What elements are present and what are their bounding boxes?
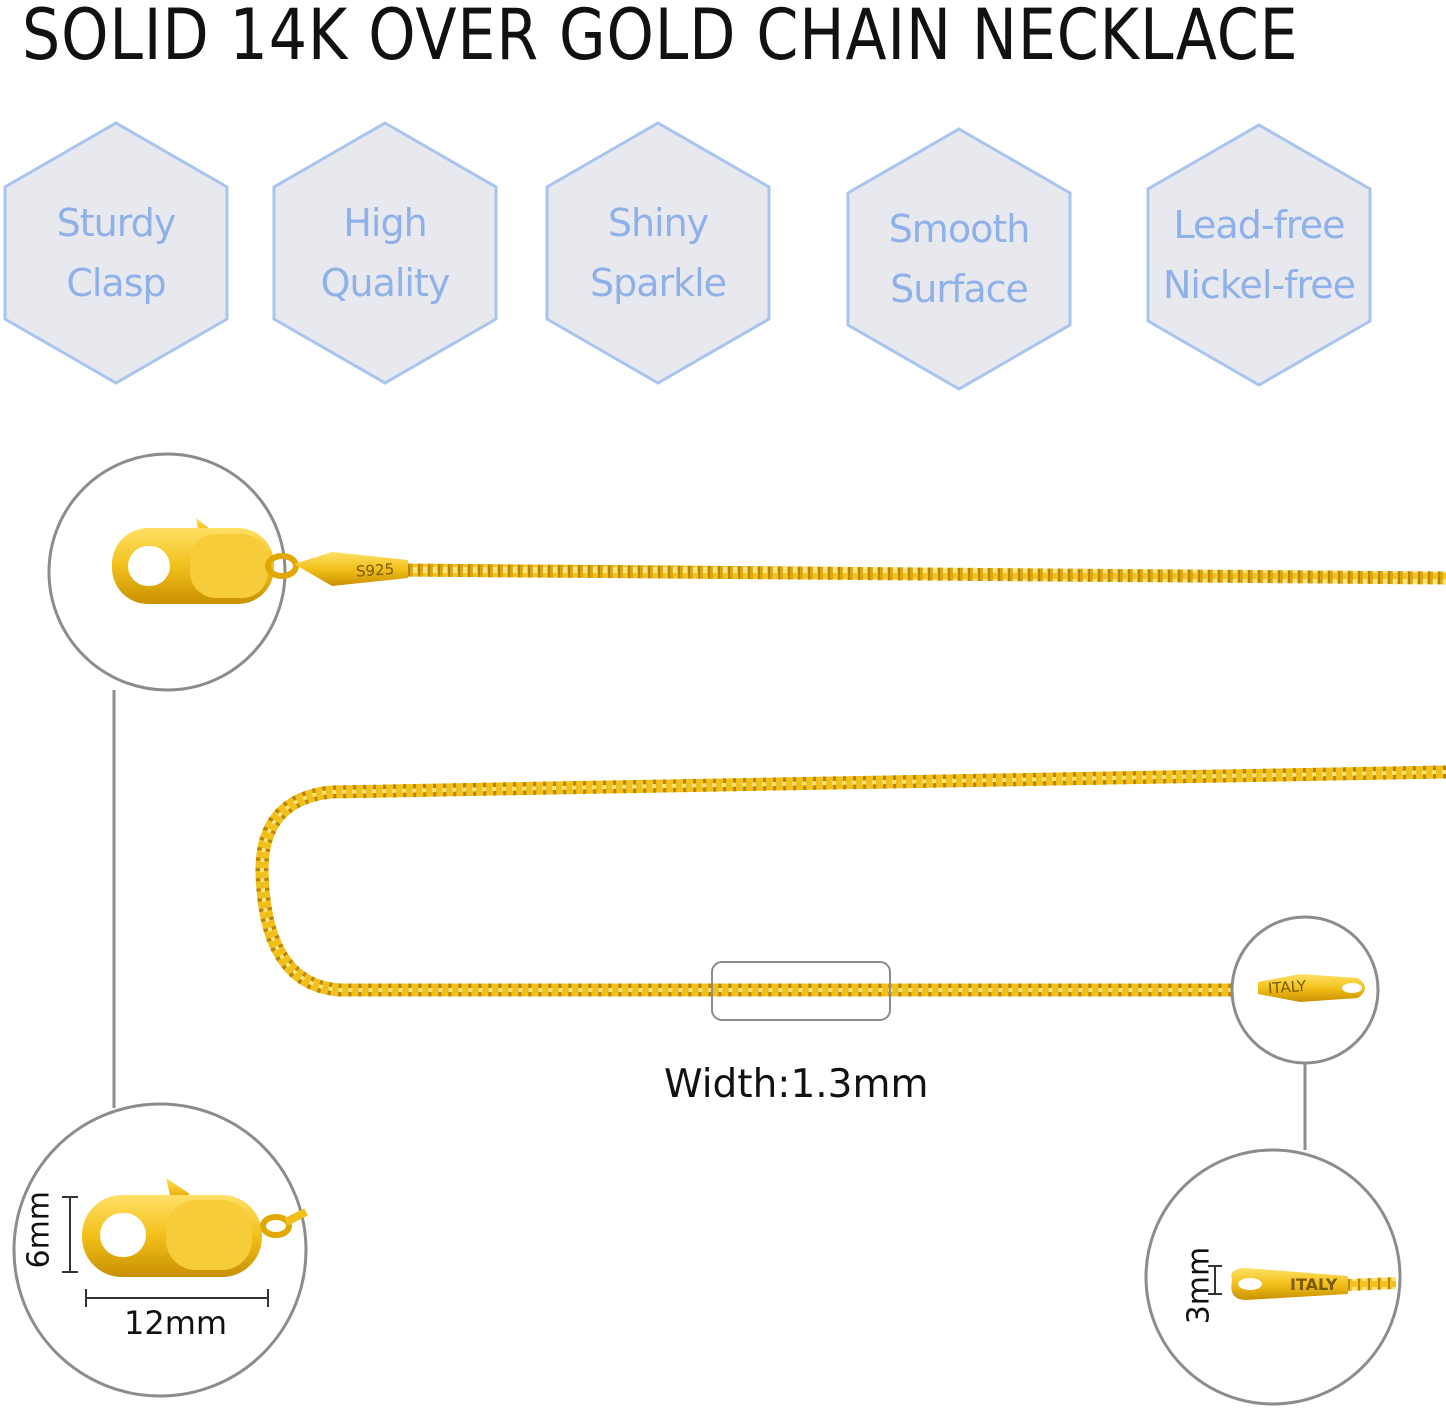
feature-label: Shiny Sparkle xyxy=(545,121,771,385)
hexagon-shape xyxy=(846,127,1072,391)
feature-line-1: High xyxy=(343,201,427,245)
feature-line-2: Sparkle xyxy=(589,261,727,305)
feature-line-2: Surface xyxy=(890,267,1029,311)
feature-line-2: Quality xyxy=(320,261,451,305)
feature-line-2: Nickel-free xyxy=(1162,263,1356,307)
feature-badge-shiny-sparkle: Shiny Sparkle xyxy=(545,121,771,385)
feature-line-1: Lead-free xyxy=(1173,203,1346,247)
feature-line-1: Shiny xyxy=(607,201,709,245)
hexagon-shape xyxy=(545,121,771,385)
width-measurement: Width:1.3mm xyxy=(664,1062,929,1107)
end-tag-detail xyxy=(1231,1268,1348,1300)
hexagon-shape xyxy=(3,121,229,385)
lobster-clasp xyxy=(112,518,408,604)
feature-label: Sturdy Clasp xyxy=(3,121,229,385)
feature-badge-sturdy-clasp: Sturdy Clasp xyxy=(3,121,229,385)
lobster-clasp-detail xyxy=(82,1178,308,1277)
hexagon-shape xyxy=(1146,123,1372,387)
height-dimension-line xyxy=(62,1196,78,1273)
feature-line-1: Smooth xyxy=(888,207,1031,251)
feature-label: Lead-free Nickel-free xyxy=(1146,123,1372,387)
feature-badge-high-quality: High Quality xyxy=(272,121,498,385)
feature-line-2: Clasp xyxy=(66,261,166,305)
hexagon-shape xyxy=(272,121,498,385)
end-tag xyxy=(1258,974,1365,1002)
end-tag-stamp: ITALY xyxy=(1267,977,1307,998)
page-title: SOLID 14K OVER GOLD CHAIN NECKLACE xyxy=(22,0,1299,76)
feature-label: High Quality xyxy=(272,121,498,385)
width-highlight-box xyxy=(711,961,891,1021)
end-tag-height-dimension xyxy=(1208,1265,1222,1295)
length-dimension-line xyxy=(85,1289,269,1307)
end-tag-height-measurement: 3mm xyxy=(1181,1246,1217,1325)
feature-line-1: Sturdy xyxy=(56,201,177,245)
feature-badge-lead-free-nickel-free: Lead-free Nickel-free xyxy=(1146,123,1372,387)
clasp-height-measurement: 6mm xyxy=(21,1190,57,1269)
clasp-stamp: S925 xyxy=(355,560,394,581)
end-tag-detail-stamp: ITALY xyxy=(1290,1275,1338,1294)
clasp-length-measurement: 12mm xyxy=(124,1304,228,1342)
feature-badge-smooth-surface: Smooth Surface xyxy=(846,127,1072,391)
feature-label: Smooth Surface xyxy=(846,127,1072,391)
